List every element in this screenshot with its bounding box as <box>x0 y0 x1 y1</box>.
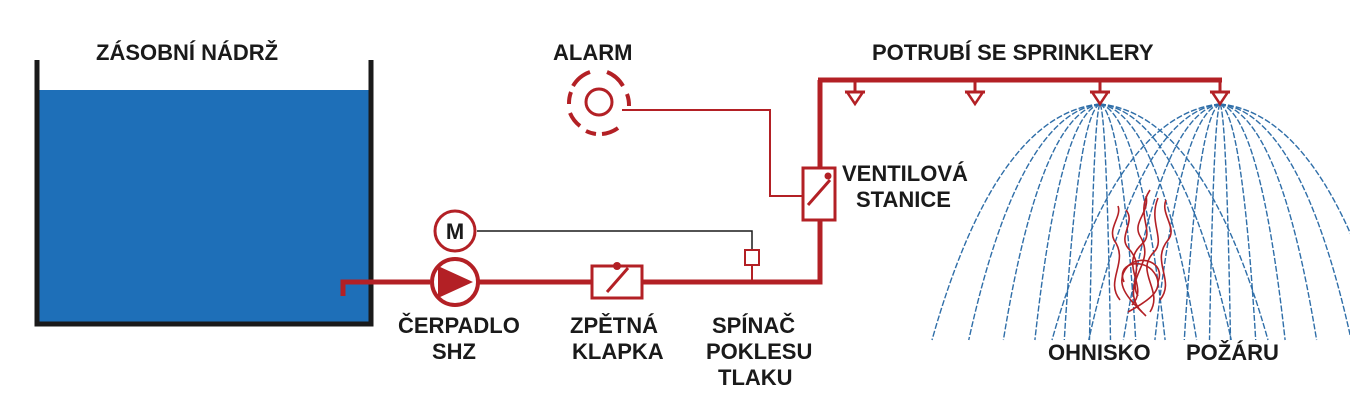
tank-wall <box>34 60 374 327</box>
spray-stream <box>1219 103 1257 341</box>
spray-stream <box>1099 103 1269 341</box>
pressure-switch-label-line1: SPÍNAČ <box>712 313 795 338</box>
spray-stream <box>931 103 1101 341</box>
spray-stream <box>1122 103 1221 341</box>
spray-stream <box>968 103 1101 341</box>
motor-signal-line <box>477 230 753 250</box>
check-valve-label-line1: ZPĚTNÁ <box>570 313 658 338</box>
spray-stream <box>1099 103 1112 341</box>
water-spray <box>931 103 1350 341</box>
sprinkler-head-icon <box>1089 82 1111 107</box>
check-valve-label-line2: KLAPKA <box>572 339 664 364</box>
alarm-label: ALARM <box>553 40 632 65</box>
suction-pipe <box>340 279 430 296</box>
spray-stream <box>1051 103 1221 341</box>
main-pipe <box>478 158 823 285</box>
piping <box>340 77 1222 296</box>
signal-lines <box>477 109 804 282</box>
spray-stream <box>1154 103 1221 341</box>
labels: ZÁSOBNÍ NÁDRŽ ALARM POTRUBÍ SE SPRINKLER… <box>96 40 1279 390</box>
check-valve-icon <box>590 262 644 300</box>
fire-label-line2: POŽÁRU <box>1186 340 1279 365</box>
sprinkler-pipe-label: POTRUBÍ SE SPRINKLERY <box>872 40 1154 65</box>
motor-symbol: M <box>446 219 464 244</box>
valve-station-label-line2: STANICE <box>856 187 951 212</box>
storage-tank <box>34 60 374 327</box>
spray-stream <box>1183 103 1221 341</box>
pump-label-line2: SHZ <box>432 339 476 364</box>
spray-stream <box>1099 103 1137 341</box>
spray-stream <box>1219 103 1350 338</box>
tank-label: ZÁSOBNÍ NÁDRŽ <box>96 40 278 65</box>
alarm-line <box>622 109 804 197</box>
spray-stream <box>1099 103 1198 341</box>
pressure-switch-label-line2: POKLESU <box>706 339 812 364</box>
spray-stream <box>1063 103 1101 341</box>
sprinkler-head-icon <box>1209 82 1231 107</box>
bell-alarm-icon <box>567 70 631 136</box>
spray-stream <box>1002 103 1101 341</box>
valve-station-icon <box>801 166 837 222</box>
sprinkler-heads <box>844 82 1231 107</box>
spray-stream <box>1219 103 1350 235</box>
fire-label-line1: OHNISKO <box>1048 340 1151 365</box>
spray-stream <box>1088 103 1101 341</box>
spray-stream <box>1208 103 1221 341</box>
valve-station-label-line1: VENTILOVÁ <box>842 161 968 186</box>
pressure-switch-icon <box>744 249 760 266</box>
spray-stream <box>1219 103 1232 341</box>
spray-stream <box>1219 103 1286 341</box>
pump-icon <box>430 257 480 307</box>
pump-label-line1: ČERPADLO <box>398 313 520 338</box>
spray-stream <box>1088 103 1221 341</box>
spray-stream <box>1034 103 1101 341</box>
sprinkler-head-icon <box>964 82 986 107</box>
fire-flame-icon <box>1111 189 1172 317</box>
motor-icon: M <box>433 209 477 253</box>
pressure-switch-label-line3: TLAKU <box>718 365 793 390</box>
sprinkler-head-icon <box>844 82 866 107</box>
tank-water <box>37 90 371 324</box>
spray-stream <box>1219 103 1318 341</box>
spray-stream <box>1099 103 1232 341</box>
